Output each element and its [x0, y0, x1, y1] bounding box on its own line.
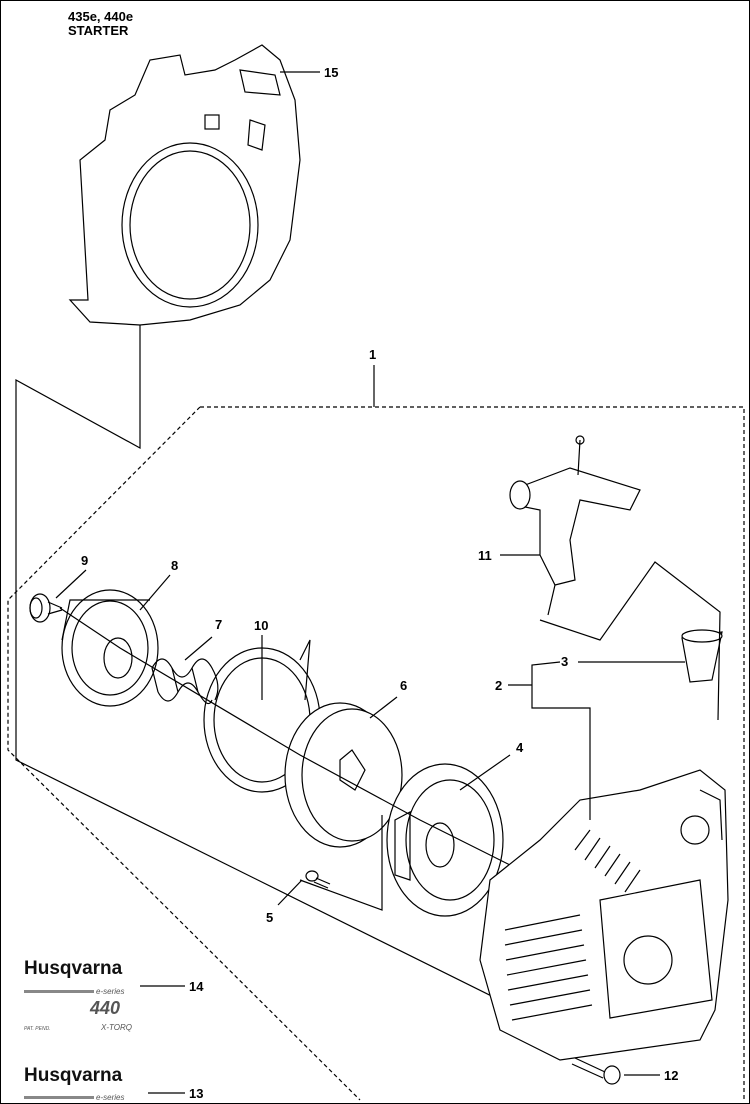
callout-14: 14 [189, 979, 204, 994]
leader-line [15, 600, 561, 1031]
decal-series: e-series [96, 987, 124, 996]
assembly-boundary [7, 406, 745, 1101]
callout-leader [508, 661, 685, 820]
screw-part-9 [29, 593, 63, 623]
callout-1: 1 [369, 347, 376, 362]
callout-3: 3 [561, 654, 568, 669]
callout-9: 9 [81, 553, 88, 568]
callout-leader [184, 636, 213, 661]
spring-part-7 [151, 658, 219, 705]
bolt-part-12 [571, 1057, 621, 1085]
decal-brand-logo: Husqvarna [24, 1065, 123, 1086]
callout-5: 5 [266, 910, 273, 925]
screw-part-5 [305, 870, 331, 889]
pulley-cover-part-4 [386, 763, 504, 917]
title-block: 435e, 440e STARTER [68, 10, 133, 38]
leader-line [15, 325, 141, 600]
decal-brand-logo: Husqvarna [24, 958, 123, 979]
callout-6: 6 [400, 678, 407, 693]
decal-part-14: Husqvarna e-series 440 PAT. PEND. X-TORQ [24, 958, 132, 1032]
callout-leader [459, 754, 511, 791]
decal-fineprint: PAT. PEND. [24, 1026, 51, 1032]
model-title: 435e, 440e [68, 9, 134, 24]
callout-11: 11 [478, 548, 492, 563]
rope-guide-part-3 [681, 629, 723, 683]
leader-line [539, 561, 721, 721]
leader-line [299, 815, 383, 911]
fan-housing-part [68, 44, 301, 326]
callout-leader [55, 569, 87, 599]
starter-housing-part-2 [479, 769, 729, 1061]
decal-tagline: X-TORQ [100, 1023, 132, 1032]
callout-leader [369, 696, 398, 719]
callout-leader [139, 574, 171, 611]
pulley-housing-part [61, 589, 159, 707]
decal-part-13: Husqvarna e-series [24, 1065, 124, 1102]
callout-7: 7 [215, 617, 222, 632]
callout-12: 12 [664, 1068, 678, 1083]
callout-4: 4 [516, 740, 524, 755]
callout-8: 8 [171, 558, 178, 573]
section-title: STARTER [68, 23, 129, 38]
starter-handle-part-11 [509, 435, 641, 616]
decal-series: e-series [96, 1093, 124, 1102]
axle-leader-line [59, 607, 521, 871]
callout-15: 15 [324, 65, 338, 80]
callout-13: 13 [189, 1086, 203, 1101]
callout-leader [277, 879, 303, 906]
callout-2: 2 [495, 678, 502, 693]
decal-model-number: 440 [89, 998, 120, 1018]
rope-pulley-part-6 [284, 702, 403, 848]
callout-10: 10 [254, 618, 268, 633]
